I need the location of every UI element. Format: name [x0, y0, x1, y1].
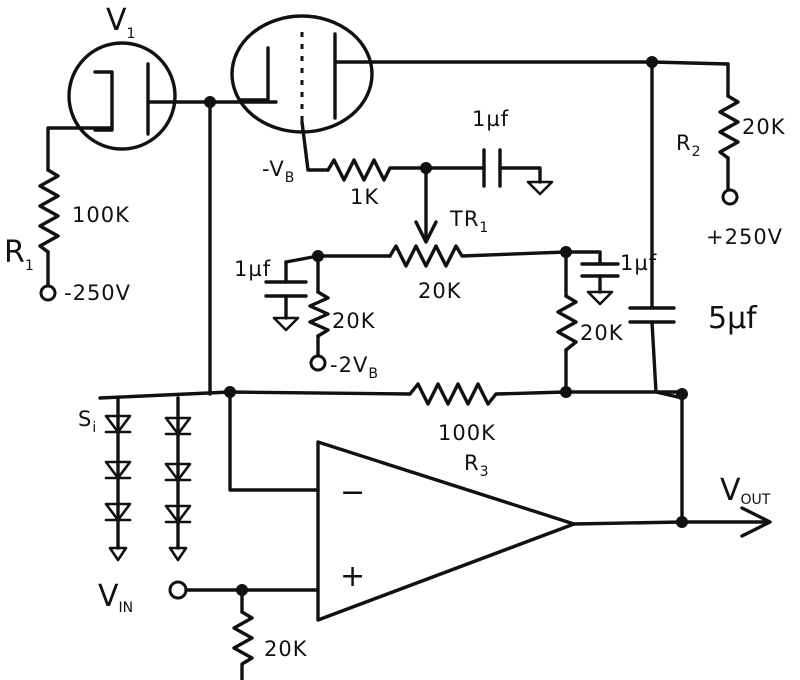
- tube-triode: [230, 14, 374, 134]
- arrow-vout-icon: [740, 506, 772, 538]
- resistor-right-20k: [556, 294, 578, 352]
- diode-stack-left: [104, 396, 132, 562]
- diode-left-3: [104, 502, 132, 522]
- diode-left-2: [104, 460, 132, 480]
- label-opamp-minus: −: [340, 475, 365, 510]
- ground-icon-cap-top: [526, 180, 554, 196]
- wire-pot-left: [284, 254, 392, 264]
- resistor-r3: [408, 382, 684, 406]
- wire-triode-cathode: [300, 120, 330, 172]
- label-tr1: TR1: [449, 207, 489, 236]
- ground-icon-diode-right: [168, 546, 188, 562]
- wire-right-rail-bottom: [650, 320, 684, 524]
- label-minus-250v: -250V: [64, 281, 131, 305]
- tube-v1-envelope: [67, 41, 177, 151]
- wire-to-minus-input: [228, 390, 320, 492]
- label-vout: VOUT: [720, 473, 771, 508]
- terminal-vin: [168, 580, 188, 600]
- resistor-left-20k: [308, 290, 330, 338]
- junction-r3-right: [676, 388, 688, 400]
- resistor-r2: [718, 94, 740, 160]
- label-vin: VIN: [98, 579, 133, 616]
- tube-v1: [67, 41, 177, 151]
- label-r3-value: 100K: [438, 421, 496, 445]
- wire-cap-right: [564, 250, 602, 266]
- resistor-bottom-20k: [232, 610, 254, 680]
- label-cap-left: 1µf: [234, 257, 271, 281]
- label-res-left: 20K: [332, 309, 376, 333]
- junction-r3-mid: [560, 386, 572, 398]
- wire-top-rail: [333, 60, 730, 66]
- diode-right-2: [164, 462, 192, 482]
- label-res-right: 20K: [580, 321, 624, 345]
- diode-stack-right: [164, 396, 192, 562]
- resistor-r1: [38, 168, 60, 254]
- arrow-tr1-wiper-icon: [414, 220, 438, 244]
- label-minus-2vb: -2VB: [330, 353, 379, 382]
- ground-icon-diode-left: [108, 546, 128, 562]
- ground-icon-cap-left: [272, 316, 300, 332]
- label-res-bottom: 20K: [264, 637, 308, 661]
- potentiometer-tr1: [388, 244, 568, 268]
- label-cap-5uf: 5µf: [708, 301, 758, 336]
- wire-r3-row-left: [98, 390, 412, 400]
- label-r1-value: 100K: [72, 203, 130, 227]
- label-si: Si: [78, 407, 97, 436]
- terminal-minus-2vb: [309, 354, 327, 372]
- label-r2: R2: [676, 131, 702, 160]
- ground-icon-cap-right: [586, 290, 614, 306]
- tube-triode-cathode: [238, 46, 270, 102]
- diode-right-1: [164, 416, 192, 436]
- diode-left-1: [104, 414, 132, 434]
- diode-right-3: [164, 504, 192, 524]
- wire-opamp-output: [572, 520, 684, 526]
- resistor-1k: [326, 158, 428, 182]
- label-opamp-plus: +: [340, 559, 365, 594]
- junction-v1-plate: [204, 96, 216, 108]
- label-r3: R3: [464, 451, 490, 480]
- terminal-plus-250v: [721, 188, 739, 206]
- label-cap-right: 1µf: [620, 251, 657, 275]
- op-amp-triangle: [316, 440, 576, 622]
- tube-v1-cathode: [93, 70, 114, 132]
- r1-branch: [38, 126, 114, 302]
- label-r2-value: 20K: [742, 115, 786, 139]
- wire-cap-top-ground: [498, 166, 542, 184]
- wire-v1-cathode-r1: [46, 126, 114, 172]
- label-r1: R1: [4, 235, 34, 274]
- label-cap-top: 1µf: [472, 107, 509, 131]
- terminal-minus-250v: [39, 284, 57, 302]
- label-minus-vb: -VB: [262, 157, 295, 186]
- label-1k: 1K: [350, 185, 379, 209]
- label-pot-value: 20K: [418, 279, 462, 303]
- label-v1: V1: [106, 3, 135, 42]
- label-plus-250v: +250V: [706, 225, 783, 249]
